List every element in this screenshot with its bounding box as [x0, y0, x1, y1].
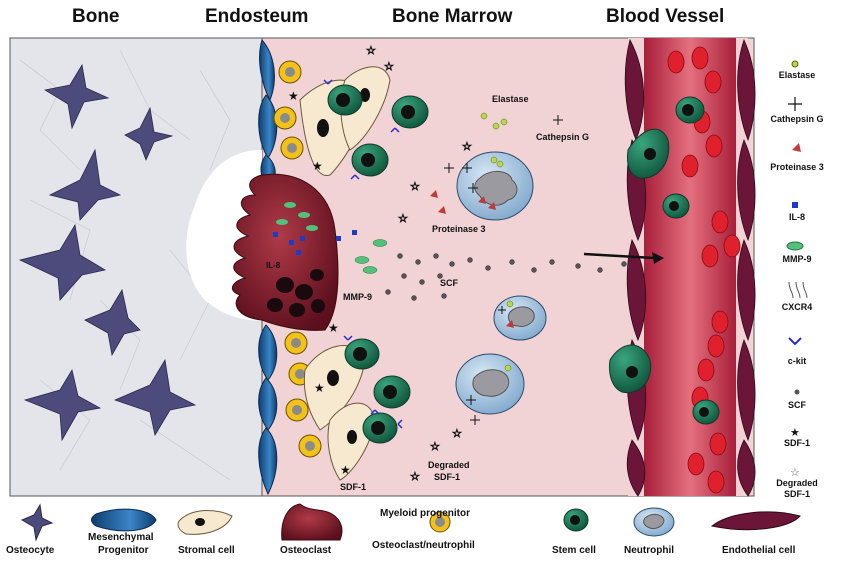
key-elastase-label: Elastase	[765, 70, 829, 80]
key-il8-icon	[792, 202, 798, 208]
key-degraded-label: Degraded	[765, 478, 829, 488]
key-mmp9-label: MMP-9	[765, 254, 829, 264]
legend-mesenchymal-label: Mesenchymal	[88, 532, 154, 543]
label-degraded: Degraded	[428, 460, 470, 470]
legend-neutrophil-label: Neutrophil	[624, 545, 674, 556]
key-cathepsin-label: Cathepsin G	[765, 114, 829, 124]
blood-vessel	[610, 38, 756, 496]
legend-osteoclast-icon	[282, 504, 342, 540]
legend-stromal-label: Stromal cell	[178, 545, 235, 556]
label-proteinase-3: Proteinase 3	[432, 224, 486, 234]
legend-mesenchymal-icon	[92, 509, 157, 531]
key-sdf1-label: SDF-1	[765, 438, 829, 448]
key-scf-icon	[795, 390, 800, 395]
svg-text:☆: ☆	[366, 45, 376, 57]
label-cathepsin-g: Cathepsin G	[536, 132, 589, 142]
svg-text:☆: ☆	[398, 213, 408, 225]
osteoclast	[232, 174, 338, 330]
key-degraded-sdf1-label: SDF-1	[765, 489, 829, 499]
svg-text:★: ★	[288, 89, 299, 103]
legend-osteoclast-neutrophil-label: Osteoclast/neutrophil	[372, 540, 475, 551]
legend-osteoclast-label: Osteoclast	[280, 545, 331, 556]
key-proteinase-label: Proteinase 3	[765, 162, 829, 172]
legend-myeloid-label: Myeloid progenitor	[380, 508, 470, 519]
svg-text:☆: ☆	[384, 61, 394, 73]
key-scf-label: SCF	[765, 400, 829, 410]
svg-text:☆: ☆	[410, 471, 420, 483]
key-mmp9-icon	[787, 242, 803, 250]
legend-progenitor-label: Progenitor	[98, 545, 149, 556]
key-proteinase-icon	[792, 143, 801, 152]
label-degraded-sdf1: SDF-1	[434, 472, 460, 482]
key-cathepsin-icon	[788, 97, 802, 111]
svg-text:★: ★	[312, 159, 323, 173]
svg-text:☆: ☆	[452, 428, 462, 440]
legend-osteocyte-icon	[22, 505, 52, 540]
key-ckit-label: c-kit	[765, 356, 829, 366]
key-il8-label: IL-8	[765, 212, 829, 222]
legend-stem-label: Stem cell	[552, 545, 596, 556]
svg-text:☆: ☆	[410, 181, 420, 193]
legend-stromal-icon	[178, 511, 232, 535]
key-cxcr4-label: CXCR4	[765, 302, 829, 312]
key-ckit-icon	[789, 338, 801, 344]
svg-text:☆: ☆	[462, 141, 472, 153]
label-elastase: Elastase	[492, 94, 529, 104]
legend-osteocyte-label: Osteocyte	[6, 545, 54, 556]
label-scf: SCF	[440, 278, 459, 288]
legend-endothelial-label: Endothelial cell	[722, 545, 795, 556]
legend-stem-icon	[564, 509, 588, 531]
legend-neutrophil-icon	[634, 508, 674, 536]
key-elastase-icon	[792, 61, 798, 67]
label-mmp9: MMP-9	[343, 292, 372, 302]
legend-endothelial-icon	[712, 512, 800, 530]
svg-text:★: ★	[328, 321, 339, 335]
key-cxcr4-icon	[789, 282, 807, 298]
svg-text:☆: ☆	[430, 441, 440, 453]
label-osteoclast-il8: IL-8	[266, 261, 281, 270]
svg-text:★: ★	[314, 381, 325, 395]
label-sdf1: SDF-1	[340, 482, 366, 492]
svg-text:★: ★	[340, 463, 351, 477]
